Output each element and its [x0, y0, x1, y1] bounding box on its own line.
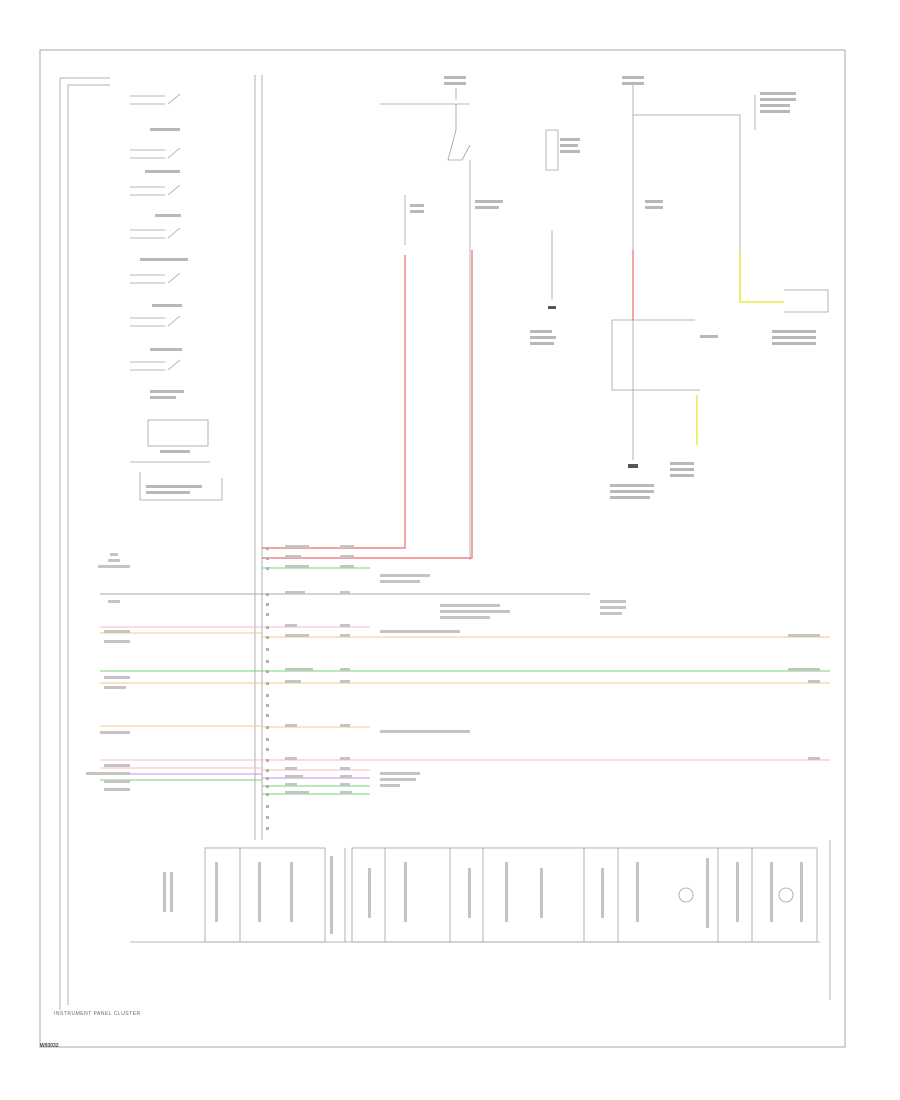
indicator-panel: [130, 847, 820, 943]
yellow-wire-vertical: [739, 250, 784, 303]
indicator-labels: [163, 856, 803, 934]
harness-wires: [100, 567, 830, 795]
ignition-feed-area: [380, 85, 829, 560]
wire-tags: [285, 545, 820, 794]
cluster-switch-column: [130, 93, 223, 501]
figure-code: W93032: [40, 1043, 59, 1049]
ignition-labels: [410, 76, 816, 499]
ground-symbols: [548, 306, 638, 468]
cluster-switch-labels: [140, 128, 202, 494]
harness-left-labels: [86, 553, 130, 791]
cluster-outline: [59, 75, 831, 1010]
diagram-frame: [39, 49, 846, 1048]
red-wire-vertical-2: [262, 250, 473, 559]
diagram-caption: INSTRUMENT PANEL CLUSTER: [54, 1011, 141, 1017]
connector-pins: [266, 547, 269, 830]
red-wire-vertical-1: [262, 255, 406, 549]
